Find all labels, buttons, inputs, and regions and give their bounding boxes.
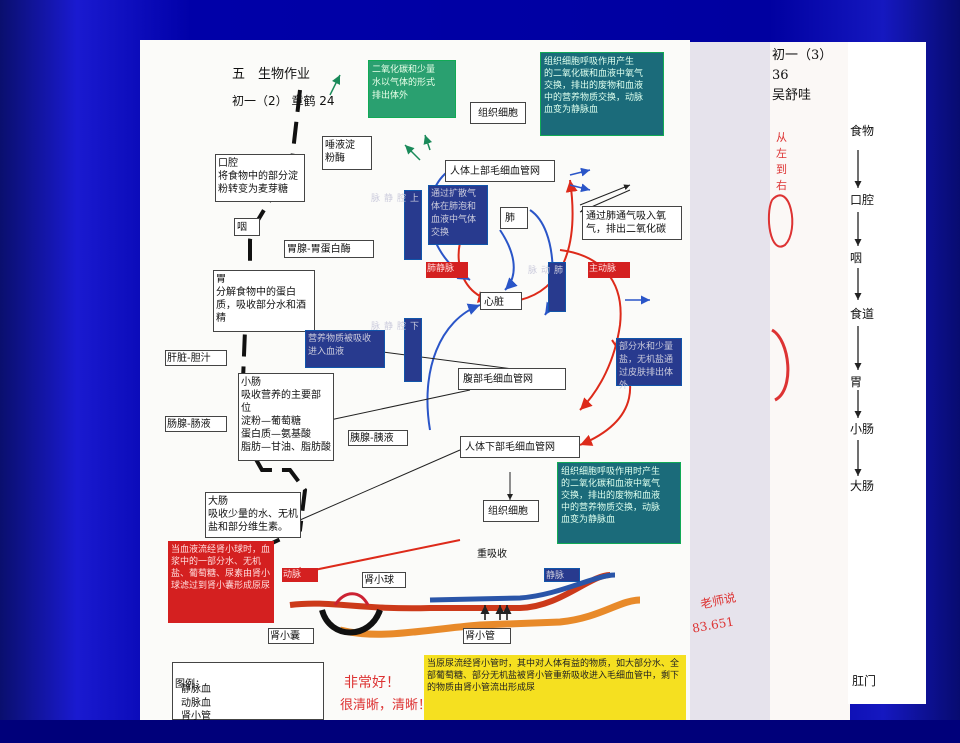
urine-formation-note: 当原尿流经肾小管时，其中对人体有益的物质，如大部分水、全部葡萄糖、部分无机盐被肾… <box>424 655 686 720</box>
reabsorption-label: 重吸收 <box>477 549 507 560</box>
liver-box: 肝脏-胆汁 <box>165 350 227 366</box>
intestinal-gland-box: 肠腺-肠液 <box>165 416 227 432</box>
kidney-artery-label: 动脉 <box>282 568 318 582</box>
lung-box: 肺 <box>500 207 528 229</box>
red-arc-scribble <box>771 328 790 402</box>
stomach-box: 胃 分解食物中的蛋白 质，吸收部分水和酒 精 <box>213 270 315 332</box>
legend-tubule: 肾小管 <box>181 711 211 722</box>
legend-vein: 静脉血 <box>181 684 211 695</box>
gastric-gland-box: 胃腺-胃蛋白酶 <box>284 240 374 258</box>
arrow-a <box>569 167 591 177</box>
legend-artery: 动脉血 <box>181 698 211 709</box>
second-worksheet-paper <box>770 42 850 720</box>
glomerulus-box: 肾小球 <box>362 572 406 588</box>
ivc-line <box>426 303 481 431</box>
lung-blue-line <box>499 229 518 291</box>
abdomen-capillary-box: 腹部毛细血管网 <box>458 368 566 390</box>
page-title: 五 生物作业 <box>232 67 311 82</box>
aorta-line <box>559 249 622 411</box>
kidney-vein-label: 静脉 <box>544 568 580 582</box>
small-intestine-box: 小肠 吸收营养的主要部 位 淀粉—葡萄糖 蛋白质—氨基酸 脂肪—甘油、脂肪酸 <box>238 373 334 461</box>
arrow-f <box>329 74 341 96</box>
legend-title: 图例： <box>175 679 205 690</box>
bowman-capsule-box: 肾小囊 <box>268 628 314 644</box>
food-flow-food: 食物 <box>850 124 875 138</box>
large-intestine-box: 大肠 吸收少量的水、无机 盐和部分维生素。 <box>205 492 301 538</box>
arrow-b <box>569 183 591 193</box>
superior-vena-cava-label: 上 腔 静 脉 <box>369 190 422 260</box>
arrow-d <box>404 144 421 161</box>
tissue-cell-bottom: 组织细胞 <box>483 500 539 522</box>
bowman-capsule <box>319 608 383 636</box>
lower-capillary-box: 人体下部毛细血管网 <box>460 436 580 458</box>
nutrient-absorption-note: 营养物质被吸收 进入血液 <box>305 330 385 368</box>
digestive-tract-line <box>240 89 308 582</box>
food-flow-mouth: 口腔 <box>850 193 875 207</box>
kidney-tubule-band <box>339 596 641 638</box>
aorta-label: 主动脉 <box>588 262 630 278</box>
legend-box: 图例： 静脉血 动脉血 肾小管 <box>172 662 324 722</box>
mouth-box: 口腔 将食物中的部分淀 粉转变为麦芽糖 <box>215 154 305 202</box>
red-circle-scribble <box>767 194 794 248</box>
kidney-artery-line <box>289 539 461 579</box>
arrow-e <box>423 134 433 151</box>
large-intestine-line <box>299 449 461 521</box>
pancreas-box: 胰腺-胰液 <box>348 430 408 446</box>
filtration-note: 当血液流经肾小球时，血浆中的一部分水、无机盐、葡萄糖、尿素由肾小球滤过到肾小囊形… <box>168 541 274 623</box>
kidney-vein-band <box>429 572 616 603</box>
pulmonary-artery-label: 肺 动 脉 <box>526 262 566 312</box>
pulmonary-vein-label: 肺静脉 <box>426 262 468 278</box>
inferior-vena-cava-label: 下 腔 静 脉 <box>369 318 422 382</box>
tissue-cell-top: 组织细胞 <box>470 102 526 124</box>
renal-tubule-box: 肾小管 <box>463 628 511 644</box>
food-flow-anus: 肛门 <box>852 674 877 688</box>
intestine-line <box>329 389 471 421</box>
second-sheet-red-note: 从左到右 <box>776 131 787 192</box>
pharynx-box: 咽 <box>234 218 260 236</box>
food-flow-large-intestine: 大肠 <box>850 479 875 493</box>
food-flow-esophagus: 食道 <box>850 307 875 321</box>
breathing-note: 通过肺通气吸入氧 气，排出二氧化碳 <box>582 206 682 240</box>
second-sheet-header: 初一（3） 36 吴舒哇 <box>772 48 833 103</box>
food-flow-paper <box>848 42 926 704</box>
food-flow-pharynx: 咽 <box>850 251 863 265</box>
breath-in-arrow <box>579 184 631 206</box>
upper-capillary-box: 人体上部毛细血管网 <box>445 160 555 182</box>
author-line: 初一（2） 章鹤 24 <box>232 94 335 108</box>
lung-exchange-note: 通过扩散气 体在肺泡和 血液中气体 交换 <box>428 185 488 245</box>
praise-text-2: 很清晰，清晰！ <box>340 698 432 713</box>
tissue-exchange-note-lower: 组织细胞呼吸作用时产生 的二氧化碳和血液中氧气 交换，排出的废物和血液 中的营养… <box>557 462 681 544</box>
paper-edge-shadow <box>690 42 770 720</box>
praise-text-1: 非常好！ <box>344 675 400 691</box>
tissue-exchange-note-top: 组织细胞呼吸作用产生 的二氧化碳和血液中氧气 交换，排出的废物和血液 中的营养物… <box>540 52 664 136</box>
food-flow-small-intestine: 小肠 <box>850 422 875 436</box>
co2-exhale-note: 二氧化碳和少量 水以气体的形式 排出体外 <box>368 60 456 118</box>
skin-excretion-note: 部分水和少量 盐，无机盐通 过皮肤排出体外 <box>616 338 682 391</box>
heart-box: 心脏 <box>480 292 522 310</box>
food-flow-stomach: 胃 <box>850 375 863 389</box>
glomerulus-shape <box>333 592 370 606</box>
salivary-amylase: 唾液淀 粉酶 <box>322 136 372 170</box>
